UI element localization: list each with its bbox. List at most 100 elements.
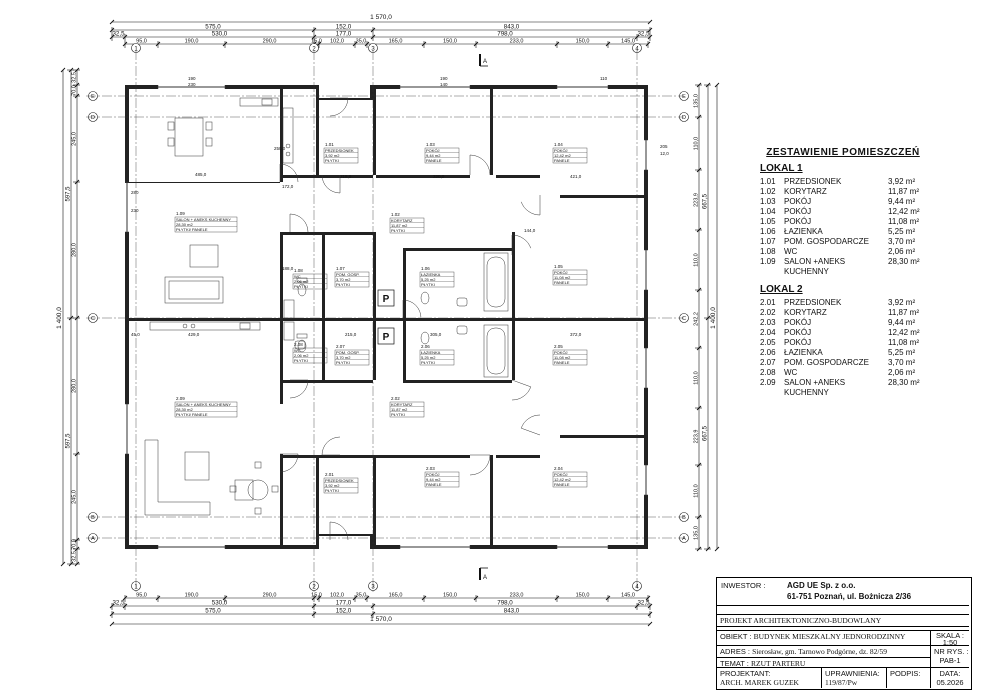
dining-table-icon [174, 117, 204, 157]
cooktop-icon [190, 323, 196, 329]
license-label: UPRAWNIENIA: [825, 669, 880, 678]
room-area: 3,92 m2 [325, 153, 340, 158]
sofa-seat [168, 280, 220, 300]
sink-icon [239, 322, 251, 330]
axis-label: 1 [134, 47, 138, 53]
schedule-area: 5,25 m² [888, 348, 916, 357]
axis-label: B [91, 515, 95, 521]
window [643, 250, 649, 290]
axis-label: C [91, 316, 95, 322]
dim-label: 245,0 [72, 490, 78, 504]
dim-label: 597,5 [66, 186, 72, 202]
room-finish: PŁYTKI [294, 284, 308, 289]
room-number: 2.03 [426, 466, 435, 471]
inner-dim-label: 188,0 [282, 266, 294, 271]
dim-label: 1 400,0 [56, 307, 63, 329]
room-finish: PŁYTKI [421, 360, 435, 365]
schedule-no: 2.08 [760, 368, 776, 377]
investor-name: AGD UE Sp. z o.o. [787, 581, 856, 590]
inner-dim-label: 485,0 [195, 172, 207, 177]
section-label: A [483, 59, 487, 65]
dining-table-icon [247, 479, 269, 501]
dim-label: 135,0 [694, 94, 700, 108]
door-swing [279, 453, 299, 473]
project-type-cell: PROJEKT ARCHITEKTONICZNO-BUDOWLANY [717, 614, 969, 627]
toilet-icon [297, 339, 307, 353]
shaft [283, 321, 295, 341]
scale-cell: SKALA : 1:50 [930, 630, 969, 646]
drawing-no-cell: NR RYS. : PAB-1 [930, 646, 969, 668]
dim-label: 110,0 [694, 371, 700, 384]
dim-label: 223,9 [694, 430, 700, 444]
room-number: 1.09 [176, 211, 185, 216]
schedule-area: 2,06 m² [888, 368, 916, 377]
room-label-box [552, 147, 588, 164]
inner-dim-label: 429,0 [188, 332, 200, 337]
wall [280, 232, 373, 235]
wall [376, 175, 470, 178]
room-area: 11,08 m2 [554, 355, 571, 360]
dim-label: 152,0 [336, 608, 352, 615]
wall [280, 455, 373, 458]
room-area: 2,06 m2 [294, 353, 309, 358]
dim-label: 597,5 [66, 433, 72, 449]
room-label-box [552, 471, 588, 488]
schedule-no: 1.09 [760, 257, 776, 266]
dim-label: 32,5 [112, 31, 125, 38]
window [643, 140, 649, 170]
room-name: ŁAZIENKA [421, 272, 441, 277]
room-label-box [389, 401, 425, 418]
dim-label: 32,5 [637, 31, 650, 38]
room-finish: PŁYTKI/ PANELE [176, 412, 208, 417]
schedule-no: 1.01 [760, 177, 776, 186]
topic-value: RZUT PARTERU [750, 659, 806, 668]
dim-label: 843,0 [504, 608, 520, 615]
dim-tick [714, 546, 720, 552]
room-finish: PŁYTKI [325, 158, 339, 163]
dim-label: 150,0 [443, 39, 457, 45]
door-swing [511, 234, 532, 255]
room-number: 1.03 [426, 142, 435, 147]
chair-icon [167, 137, 175, 147]
room-name: POM. GOSP. [336, 350, 360, 355]
room-area: 5,25 m2 [421, 355, 436, 360]
wall [322, 318, 325, 380]
dim-label: 242,2 [694, 312, 700, 326]
chair-icon [205, 137, 213, 147]
schedule-name: POKÓJ [784, 318, 812, 327]
wall [280, 318, 283, 404]
wall [496, 455, 540, 458]
wall [403, 248, 406, 318]
schedule-area: 3,92 m² [888, 177, 916, 186]
wall [644, 85, 648, 549]
dim-label: 15,0 [311, 593, 322, 599]
sofa-icon [164, 276, 224, 304]
room-label-box [552, 269, 588, 286]
dim-label: 150,0 [443, 593, 457, 599]
dim-tick [109, 19, 115, 25]
date-label: DATA: [939, 669, 961, 678]
room-name: POKÓJ [554, 148, 568, 153]
door-swing [279, 163, 299, 183]
schedule-name: WC [784, 368, 798, 377]
door-swing [469, 154, 491, 176]
inner-dim-label: 250,0 [274, 146, 286, 151]
wall [280, 454, 283, 545]
schedule-name: POKÓJ [784, 197, 812, 206]
room-finish: PŁYTKI [421, 282, 435, 287]
inner-dim-label: 172,0 [282, 184, 294, 189]
room-finish: PANELE [554, 360, 570, 365]
door-swing [329, 521, 349, 541]
room-area: 11,87 m2 [391, 407, 408, 412]
room-finish: PANELE [554, 158, 570, 163]
topic-label: TEMAT : [720, 659, 749, 668]
dim-label: 233,0 [510, 39, 524, 45]
bathtub-icon [483, 252, 509, 312]
room-area: 3,70 m2 [336, 355, 351, 360]
investor-address: 61-751 Poznań, ul. Bożnicza 2/36 [787, 592, 912, 601]
investor-cell: INWESTOR : AGD UE Sp. z o.o. 61-751 Pozn… [717, 578, 969, 606]
dim-tick [714, 82, 720, 88]
schedule-area: 11,08 m² [888, 217, 919, 226]
